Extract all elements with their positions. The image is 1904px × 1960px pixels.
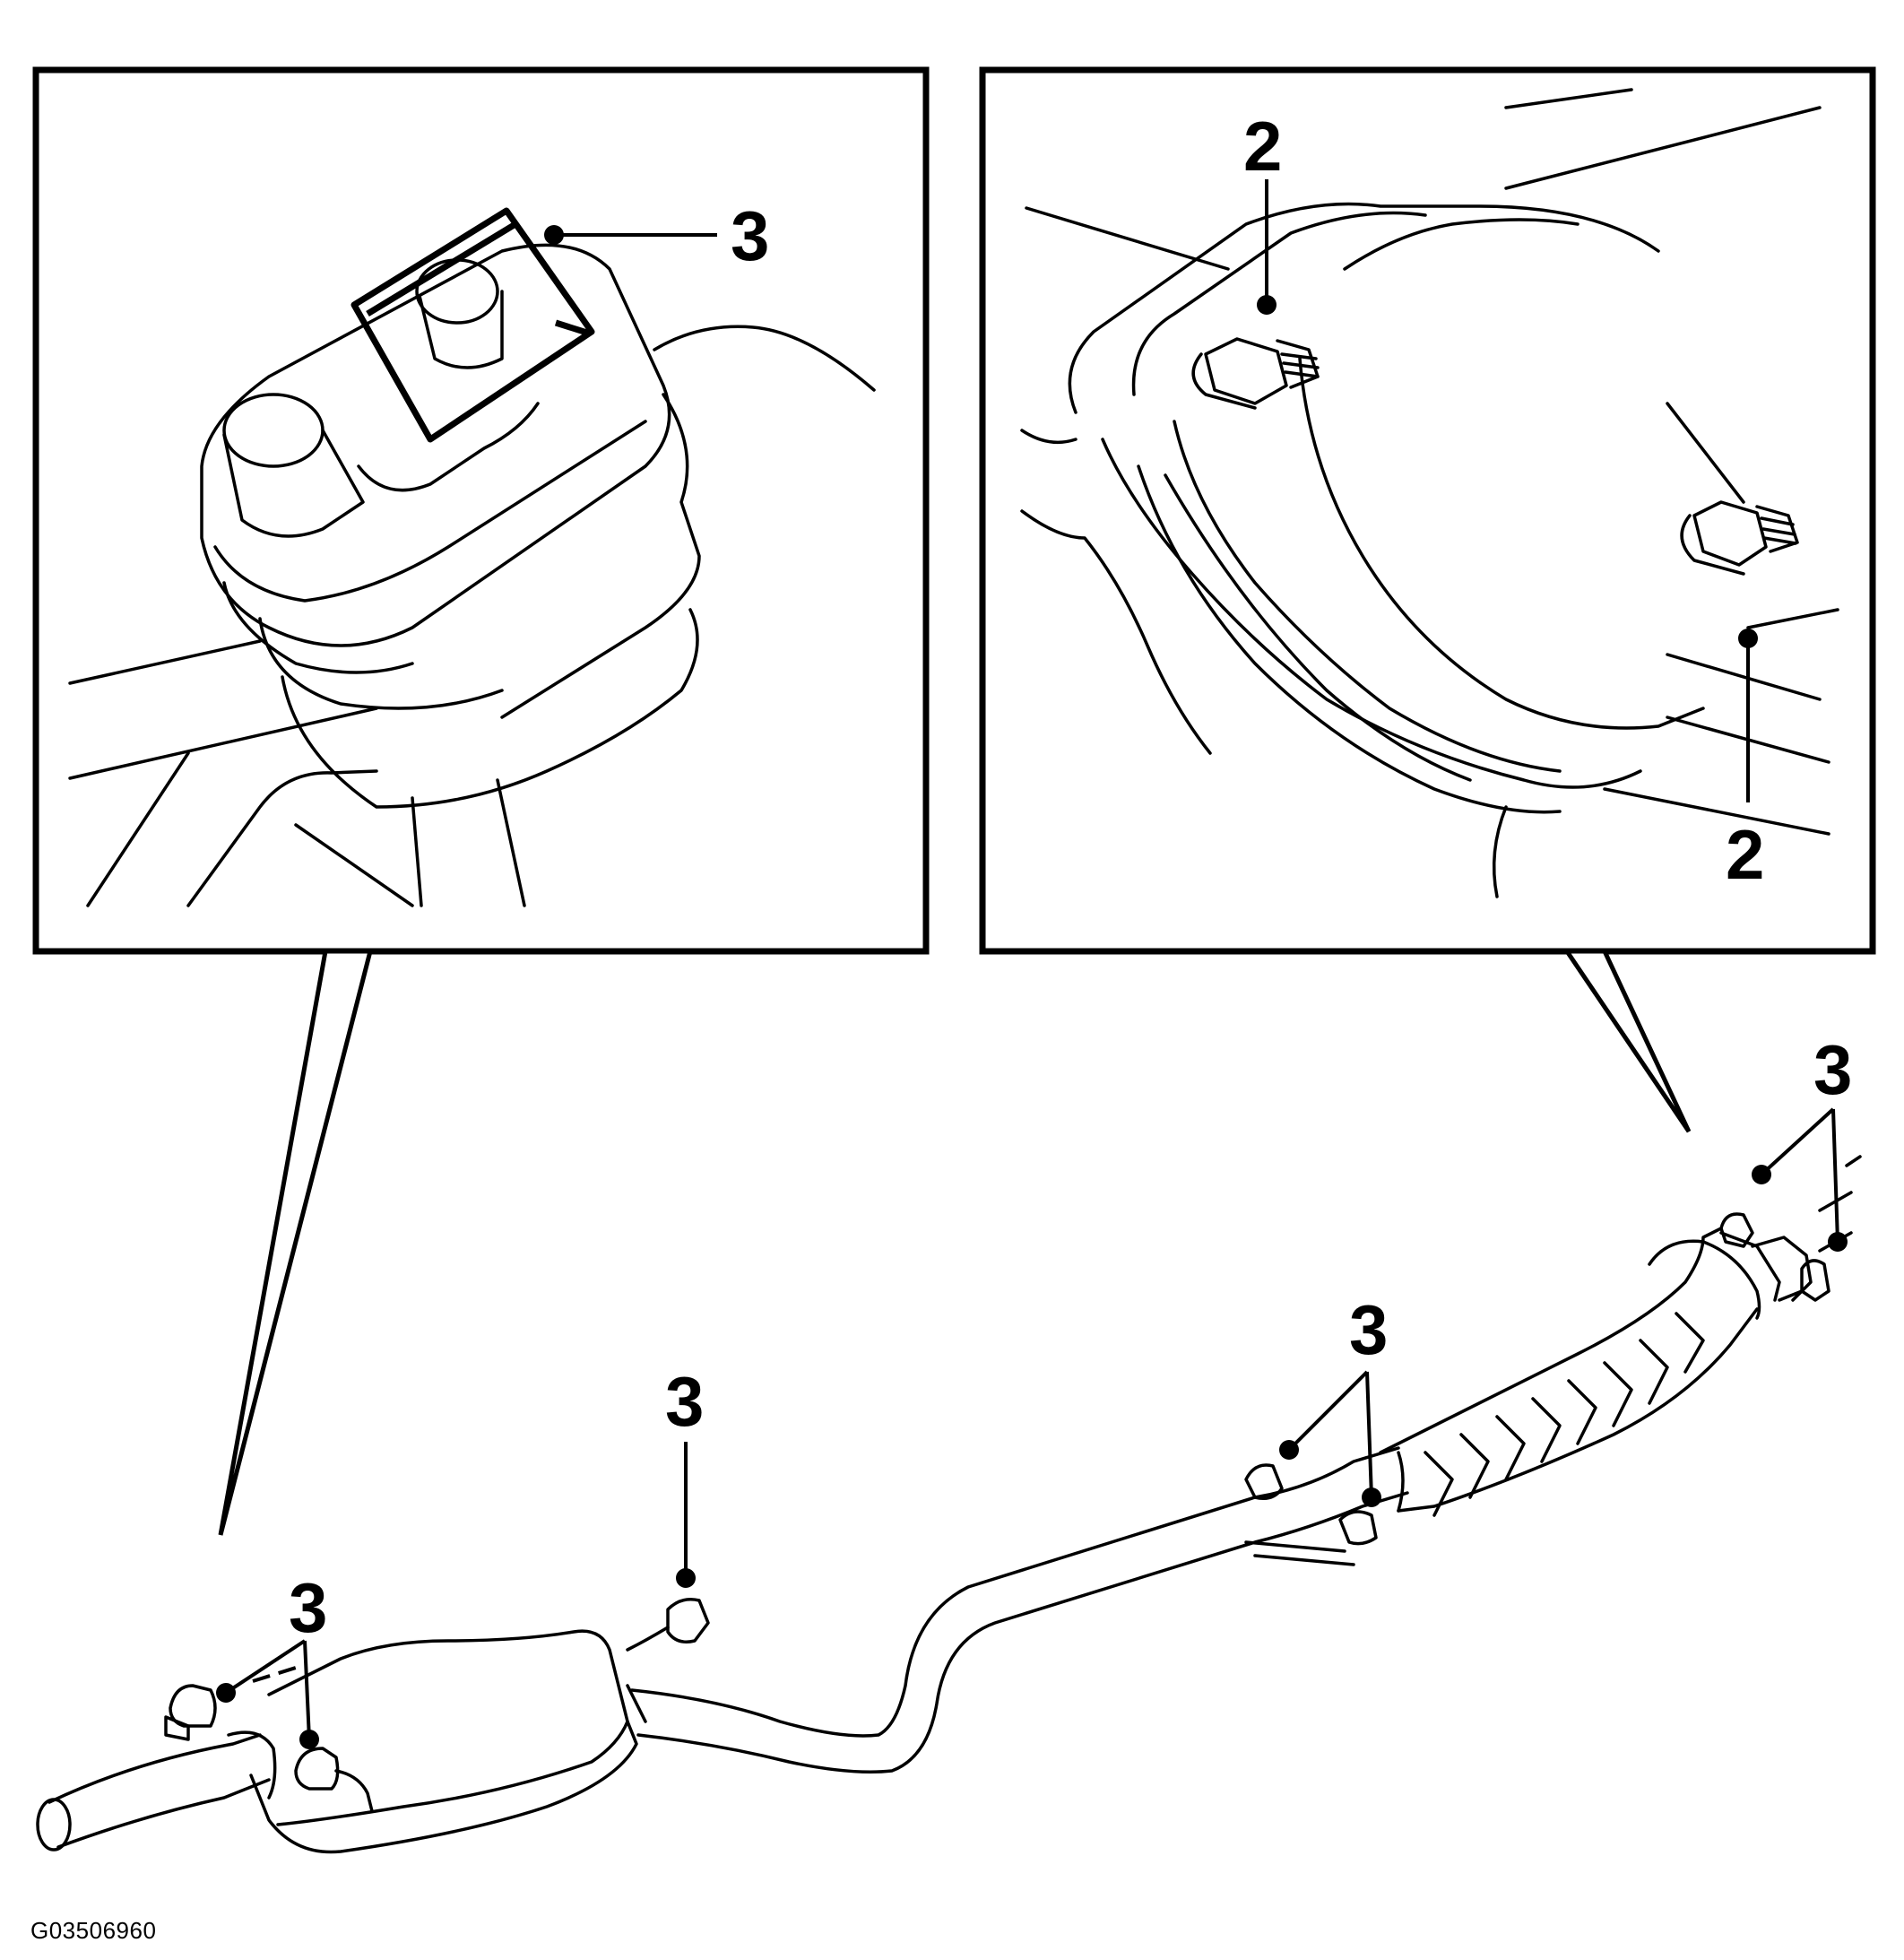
flange-nut-top xyxy=(1191,337,1320,410)
callout-cat-hangers: 3 xyxy=(1349,1290,1388,1369)
hanger-cat-left xyxy=(1244,1463,1378,1566)
hanger-rear-right xyxy=(294,1747,374,1813)
callout-group-front: 3 xyxy=(1752,1030,1852,1252)
callout-rear-hangers: 3 xyxy=(289,1568,327,1647)
hanger-front xyxy=(1719,1212,1830,1302)
callout-right-inset-bottom: 2 xyxy=(1726,815,1764,894)
flange-nut-bottom xyxy=(1680,500,1799,576)
callout-mid-hanger: 3 xyxy=(665,1362,704,1441)
callout-group-rear: 3 xyxy=(216,1568,327,1749)
callout-group-mid: 3 xyxy=(665,1362,704,1588)
left-detail-inset: 3 xyxy=(32,66,930,955)
exhaust-system: 3 3 3 3 xyxy=(36,1030,1862,1854)
inset-leaders xyxy=(218,949,1692,1536)
callout-left-inset: 3 xyxy=(731,196,769,275)
callout-group-cat: 3 xyxy=(1279,1290,1388,1507)
right-detail-inset: 2 2 xyxy=(979,66,1876,955)
hanger-rear-left xyxy=(164,1684,217,1741)
figure-id: G03506960 xyxy=(30,1917,157,1944)
hanger-mid xyxy=(626,1598,710,1652)
callout-front-hangers: 3 xyxy=(1813,1030,1852,1109)
callout-right-inset-top: 2 xyxy=(1243,107,1282,186)
